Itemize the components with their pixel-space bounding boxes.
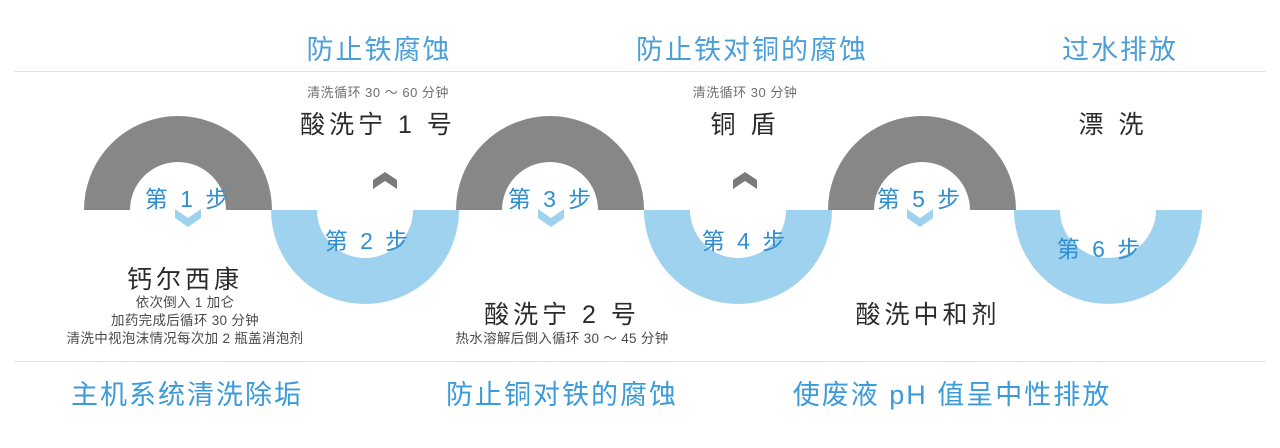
gray-arch-1: [84, 116, 272, 211]
blue-troughs: [271, 209, 1202, 304]
step-label-1: 第 1 步: [144, 186, 232, 212]
chevron-down-icon-step3: [538, 209, 564, 232]
product-detail-4-2: 加药完成后循环 30 分钟: [111, 313, 259, 328]
chevron-up-icon-connector-2: [733, 172, 757, 194]
section-footer-2: 防止铜对铁的腐蚀: [446, 380, 678, 410]
product-detail-4-1: 依次倒入 1 加仑: [135, 295, 235, 310]
product-name-6: 酸洗中和剂: [855, 301, 1001, 329]
product-detail-4-3: 清洗中视泡沫情况每次加 2 瓶盖消泡剂: [66, 331, 304, 346]
product-name-4: 钙尔西康: [126, 266, 244, 294]
gray-arches: [84, 116, 1016, 211]
divider-top: [14, 71, 1266, 72]
gray-arch-3: [828, 116, 1016, 211]
product-note-1: 清洗循环 30 ～ 60 分钟: [307, 85, 449, 100]
section-footer-1: 主机系统清洗除垢: [71, 380, 303, 410]
blue-trough-2: [644, 209, 832, 304]
divider-bottom: [14, 361, 1266, 362]
product-name-2: 铜 盾: [710, 111, 780, 139]
chevron-down-icon-step1: [175, 209, 201, 232]
product-detail-5-1: 热水溶解后倒入循环 30 ～ 45 分钟: [455, 331, 669, 346]
product-name-1: 酸洗宁 1 号: [300, 111, 456, 139]
product-name-3: 漂 洗: [1078, 111, 1148, 139]
gray-arch-2: [456, 116, 644, 211]
section-header-3: 过水排放: [1062, 35, 1178, 65]
chevron-down-icon-step5: [907, 209, 933, 232]
step-label-4: 第 4 步: [701, 228, 789, 254]
chevron-up-icon-connector-1: [373, 172, 397, 194]
blue-trough-3: [1014, 209, 1202, 304]
section-header-2: 防止铁对铜的腐蚀: [636, 35, 868, 65]
blue-trough-1: [271, 209, 459, 304]
step-label-3: 第 3 步: [507, 186, 595, 212]
product-name-5: 酸洗宁 2 号: [484, 301, 640, 329]
step-label-6: 第 6 步: [1056, 236, 1144, 262]
section-header-1: 防止铁腐蚀: [306, 35, 452, 65]
step-label-2: 第 2 步: [324, 228, 412, 254]
step-label-5: 第 5 步: [876, 186, 964, 212]
product-note-2: 清洗循环 30 分钟: [692, 85, 798, 100]
section-footer-3: 使废液 pH 值呈中性排放: [792, 380, 1112, 410]
